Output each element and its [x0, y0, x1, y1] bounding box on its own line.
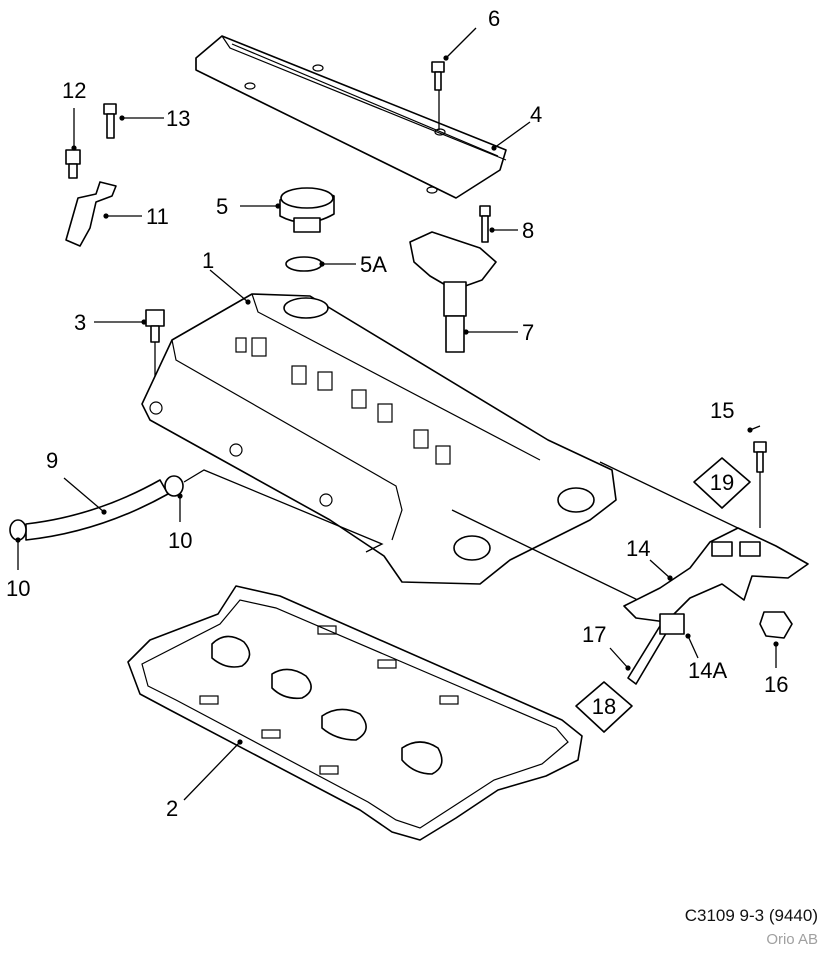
callout-9: 9 — [46, 448, 58, 473]
publisher-name: Orio AB — [766, 931, 818, 948]
oil-filler-cap — [279, 187, 335, 233]
valve-cover-gasket — [127, 585, 583, 841]
callout-15: 15 — [710, 398, 734, 423]
callout-7: 7 — [522, 320, 534, 345]
callout-16: 16 — [764, 672, 788, 697]
ignition-coil — [409, 205, 497, 353]
top-cover-plate — [195, 35, 507, 199]
callout-13: 13 — [166, 106, 190, 131]
hose-clamp-10-b — [9, 519, 27, 541]
leader-dots — [15, 55, 779, 745]
diagram-reference-code: C3109 9-3 (9440) — [684, 906, 818, 925]
callout-5: 5 — [216, 194, 228, 219]
bracket-11 — [65, 103, 117, 247]
reference-box-19: 19 — [693, 457, 751, 509]
callout-3: 3 — [74, 310, 86, 335]
assembly-lines — [183, 461, 743, 605]
o-ring-5a — [285, 256, 323, 272]
reference-box-18: 18 — [575, 681, 633, 733]
breather-hose — [25, 479, 169, 541]
callout-labels: 6 4 12 13 11 5 5A 8 7 1 3 9 10 10 14 14A… — [6, 6, 788, 821]
callout-14: 14 — [626, 536, 650, 561]
callout-19: 19 — [710, 470, 734, 495]
clip-16 — [759, 611, 793, 639]
callout-12: 12 — [62, 78, 86, 103]
valve-cover — [141, 293, 617, 585]
callout-1: 1 — [202, 248, 214, 273]
leader-lines — [17, 27, 777, 801]
bolt-15 — [753, 441, 767, 528]
bolt-6 — [431, 61, 445, 130]
small-hose-17 — [627, 613, 685, 685]
callout-11: 11 — [146, 204, 169, 229]
callout-14a: 14A — [688, 658, 727, 683]
callout-4: 4 — [530, 102, 542, 127]
callout-8: 8 — [522, 218, 534, 243]
callout-10-b: 10 — [6, 576, 30, 601]
callout-10-a: 10 — [168, 528, 192, 553]
callout-2: 2 — [166, 796, 178, 821]
callout-6: 6 — [488, 6, 500, 31]
bolt-3 — [145, 309, 165, 404]
bracket-14 — [623, 527, 809, 623]
callout-5a: 5A — [360, 252, 387, 277]
callout-18: 18 — [592, 694, 616, 719]
hose-clamp-10-a — [164, 475, 184, 497]
callout-17: 17 — [582, 622, 606, 647]
